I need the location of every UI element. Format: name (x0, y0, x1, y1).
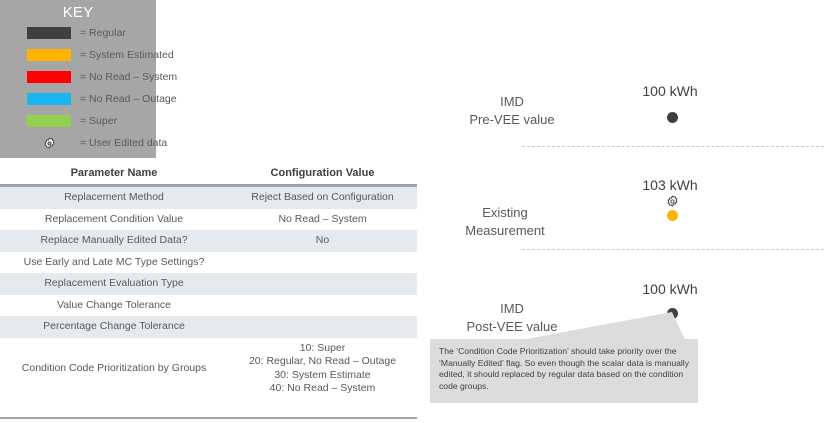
table-header-row: Parameter Name Configuration Value (0, 162, 417, 185)
key-item-label: = No Read – System (80, 71, 178, 83)
table-row: Replacement Method Reject Based on Confi… (0, 187, 417, 209)
table-top-rule (0, 184, 417, 187)
cell-parameter-name: Replacement Evaluation Type (0, 273, 228, 295)
key-item-regular: = Regular (0, 22, 156, 44)
color-swatch-regular (27, 27, 71, 39)
table-row: Condition Code Prioritization by Groups … (0, 337, 417, 400)
cell-configuration-value: No (228, 230, 417, 252)
key-item-label: = User Edited data (80, 137, 168, 149)
table-bottom-rule (0, 417, 417, 419)
cell-configuration-value (228, 316, 417, 338)
data-point-pre-vee (667, 112, 678, 123)
table-row: Use Early and Late MC Type Settings? (0, 251, 417, 273)
color-swatch-system-estimated (27, 49, 71, 61)
series-label-existing-measurement: Existing Measurement (465, 205, 545, 238)
series-label-imd-pre-vee: IMD Pre-VEE value (469, 94, 555, 127)
table-body: Replacement Method Reject Based on Confi… (0, 187, 417, 400)
cell-configuration-value (228, 294, 417, 316)
table-row: Percentage Change Tolerance (0, 316, 417, 338)
key-item-label: = Super (80, 115, 118, 127)
key-legend-box: KEY = Regular = System Estimated = No Re… (0, 0, 177, 158)
divider-1 (522, 146, 824, 147)
key-item-user-edited: = User Edited data (0, 132, 167, 154)
color-swatch-no-read-system (27, 71, 71, 83)
table-row: Replacement Condition Value No Read – Sy… (0, 208, 417, 230)
cell-configuration-value: 10: Super 20: Regular, No Read – Outage … (228, 337, 417, 400)
key-item-no-read-outage: = No Read – Outage (0, 88, 177, 110)
value-label-existing: 103 kWh (642, 177, 698, 193)
cell-parameter-name: Replacement Method (0, 187, 228, 209)
callout-note: The ‘Condition Code Prioritization’ shou… (430, 339, 698, 403)
callout-pointer (510, 312, 686, 342)
column-header-parameter-name: Parameter Name (0, 162, 228, 185)
cell-configuration-value (228, 273, 417, 295)
key-item-label: = No Read – Outage (80, 93, 177, 105)
cell-configuration-value: Reject Based on Configuration (228, 187, 417, 209)
gear-icon (27, 136, 71, 150)
key-item-super: = Super (0, 110, 156, 132)
cell-configuration-value (228, 251, 417, 273)
key-item-label: = System Estimated (80, 49, 174, 61)
table-row: Replacement Evaluation Type (0, 273, 417, 295)
cell-parameter-name: Condition Code Prioritization by Groups (0, 337, 228, 400)
divider-2 (522, 249, 824, 250)
color-swatch-super (27, 115, 71, 127)
key-item-label: = Regular (80, 27, 126, 39)
table-row: Replace Manually Edited Data? No (0, 230, 417, 252)
cell-parameter-name: Replacement Condition Value (0, 208, 228, 230)
value-label-pre-vee: 100 kWh (642, 83, 698, 99)
cell-parameter-name: Use Early and Late MC Type Settings? (0, 251, 228, 273)
key-item-system-estimated: = System Estimated (0, 44, 174, 66)
table-row: Value Change Tolerance (0, 294, 417, 316)
column-header-configuration-value: Configuration Value (228, 162, 417, 185)
cell-parameter-name: Value Change Tolerance (0, 294, 228, 316)
cell-configuration-value: No Read – System (228, 208, 417, 230)
value-label-post-vee: 100 kWh (642, 281, 698, 297)
color-swatch-no-read-outage (27, 93, 71, 105)
key-item-no-read-system: = No Read – System (0, 66, 177, 88)
series-label-imd-post-vee: IMD Post-VEE value (466, 301, 558, 334)
configuration-parameters-table: Parameter Name Configuration Value Repla… (0, 162, 417, 400)
cell-parameter-name: Percentage Change Tolerance (0, 316, 228, 338)
gear-icon (666, 195, 679, 208)
key-title: KEY (62, 4, 94, 21)
cell-parameter-name: Replace Manually Edited Data? (0, 230, 228, 252)
data-point-existing (667, 210, 678, 221)
callout-text: The ‘Condition Code Prioritization’ shou… (439, 346, 690, 391)
